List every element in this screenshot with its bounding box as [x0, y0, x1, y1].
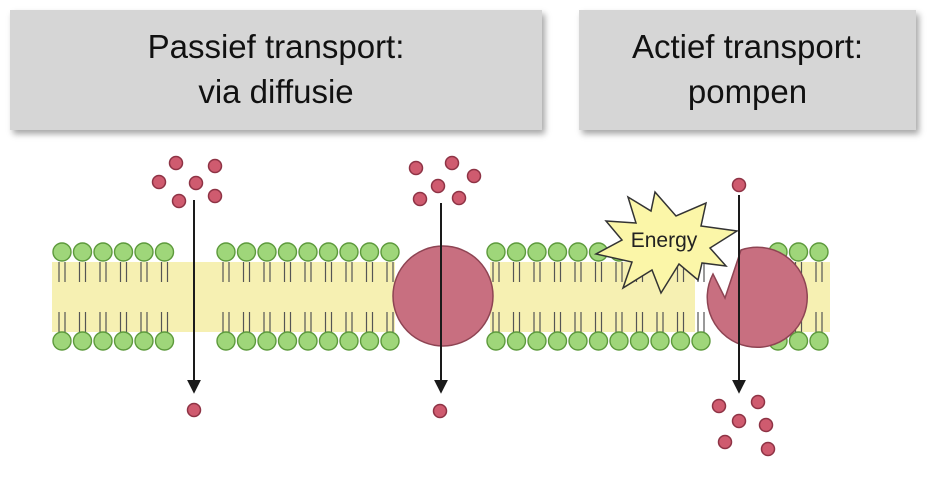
lipid-head — [809, 242, 829, 262]
lipid-head — [359, 242, 380, 262]
lipid-head — [134, 331, 154, 351]
lipid-head — [113, 331, 134, 351]
lipid-head — [339, 331, 359, 351]
lipid-head — [236, 242, 257, 262]
molecule — [186, 402, 202, 418]
lipid-head — [298, 331, 318, 351]
molecule — [207, 158, 223, 174]
lipid-head — [629, 331, 650, 351]
molecule — [717, 434, 733, 450]
lipid-head — [359, 331, 380, 351]
molecule — [451, 190, 467, 206]
lipid-head — [486, 242, 506, 262]
channel-protein — [392, 245, 494, 347]
lipid-heads — [52, 242, 829, 351]
molecule — [711, 398, 727, 414]
lipid-head — [650, 331, 670, 351]
lipid-head — [486, 331, 506, 351]
lipid-head — [93, 242, 113, 262]
pump-protein — [706, 246, 808, 348]
lipid-head — [506, 242, 527, 262]
molecule — [750, 394, 766, 410]
molecule — [171, 193, 187, 209]
molecule — [444, 155, 460, 171]
molecule — [151, 174, 167, 190]
molecule — [466, 168, 482, 184]
lipid-head — [154, 242, 175, 262]
lipid-head — [609, 331, 629, 351]
lipid-head — [547, 242, 568, 262]
lipid-head — [277, 331, 298, 351]
lipid-head — [154, 331, 175, 351]
lipid-head — [527, 331, 547, 351]
molecule — [758, 417, 774, 433]
lipid-head — [93, 331, 113, 351]
lipid-head — [236, 331, 257, 351]
molecule — [731, 177, 747, 193]
lipid-head — [380, 331, 400, 351]
molecule — [412, 191, 428, 207]
lipid-head — [547, 331, 568, 351]
molecule — [760, 441, 776, 457]
lipid-head — [339, 242, 359, 262]
lipid-head — [113, 242, 134, 262]
lipid-head — [380, 242, 400, 262]
lipid-head — [318, 242, 339, 262]
molecule — [168, 155, 184, 171]
lipid-head — [809, 331, 829, 351]
passive-transport-header: Passief transport: via diffusie — [10, 10, 542, 130]
active-subtitle: pompen — [687, 73, 808, 110]
lipid-head — [298, 242, 318, 262]
lipid-head — [527, 242, 547, 262]
energy-burst-icon — [593, 190, 740, 295]
lipid-head — [568, 331, 588, 351]
lipid-head — [568, 242, 588, 262]
molecule — [207, 188, 223, 204]
lipid-head — [72, 331, 93, 351]
lipid-head — [506, 331, 527, 351]
molecule — [430, 178, 446, 194]
lipid-head — [318, 331, 339, 351]
lipid-head — [52, 242, 72, 262]
molecules — [151, 155, 776, 457]
lipid-head — [277, 242, 298, 262]
molecule — [188, 175, 204, 191]
lipid-head — [257, 242, 277, 262]
lipid-head — [216, 331, 236, 351]
lipid-head — [788, 242, 809, 262]
molecule — [408, 160, 424, 176]
lipid-head — [52, 331, 72, 351]
lipid-head — [72, 242, 93, 262]
molecule — [432, 403, 448, 419]
lipid-head — [788, 331, 809, 351]
lipid-head — [588, 331, 609, 351]
energy-label: Energy — [631, 229, 698, 252]
active-transport-header: Actief transport: pompen — [579, 10, 916, 130]
passive-subtitle: via diffusie — [198, 73, 354, 110]
active-title: Actief transport: — [631, 28, 864, 66]
lipid-head — [691, 331, 711, 351]
lipid-head — [257, 331, 277, 351]
passive-title: Passief transport: — [147, 28, 405, 66]
lipid-head — [670, 331, 691, 351]
molecule — [731, 413, 747, 429]
lipid-head — [134, 242, 154, 262]
lipid-head — [216, 242, 236, 262]
